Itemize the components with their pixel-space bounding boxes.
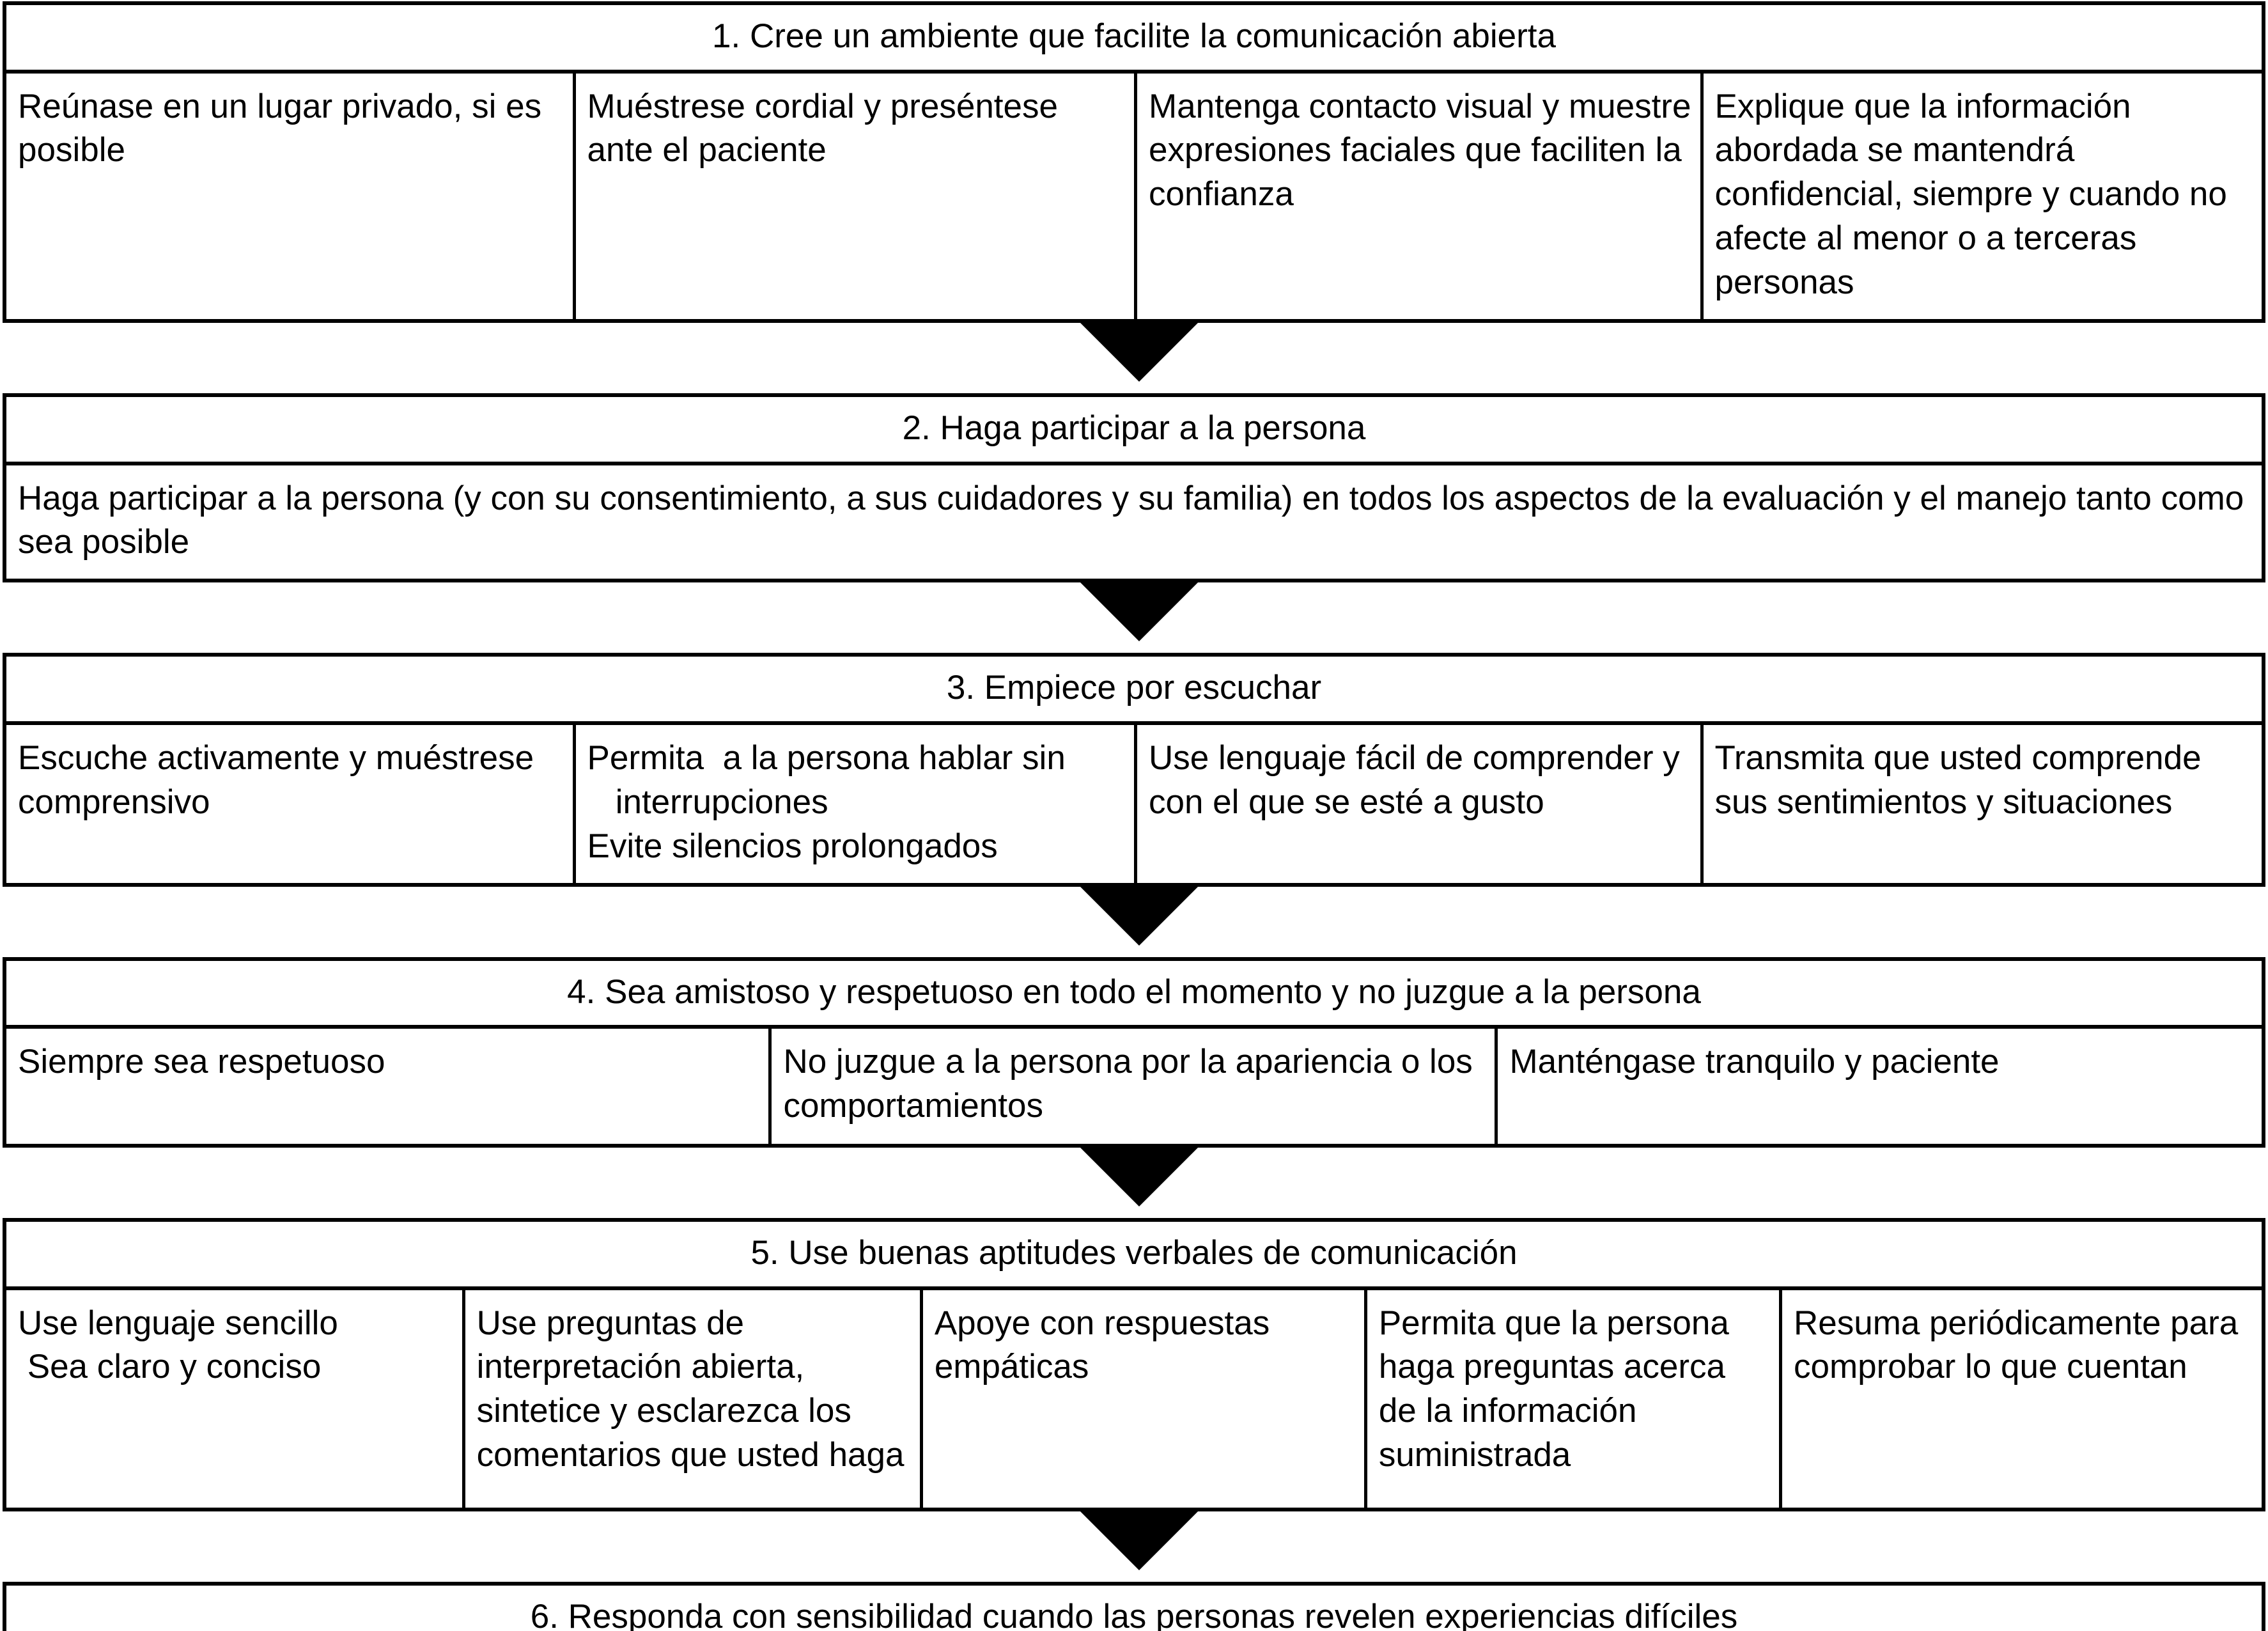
arrow-gap-5-to-6: [3, 1511, 2265, 1582]
step-1-cell-4: Explique que la información abordada se …: [1700, 73, 2262, 319]
step-3-cell-3: Use lenguaje fácil de comprender y con e…: [1133, 724, 1700, 883]
step-1-cell-1: Reúnase en un lugar privado, si es posib…: [18, 87, 551, 169]
down-arrow-icon: [1080, 1148, 1198, 1207]
step-4-header: 4. Sea amistoso y respetuoso en todo el …: [6, 961, 2262, 1029]
step-block-6: 6. Responda con sensibilidad cuando las …: [3, 1581, 2265, 1631]
step-5-cell-4: Permita que la persona haga preguntas ac…: [1363, 1290, 1779, 1508]
flowchart-container: 1. Cree un ambiente que facilite la comu…: [3, 1, 2265, 1631]
step-3-cell-1: Escuche activamente y muéstrese comprens…: [18, 738, 543, 821]
step-1-header: 1. Cree un ambiente que facilite la comu…: [6, 5, 2262, 74]
down-arrow-icon: [1080, 582, 1198, 642]
step-3-cell-4: Transmita que usted comprende sus sentim…: [1700, 724, 2262, 883]
step-2-header: 2. Haga participar a la persona: [6, 397, 2262, 465]
down-arrow-icon: [1080, 886, 1198, 946]
arrow-gap-4-to-5: [3, 1148, 2265, 1218]
step-block-2: 2. Haga participar a la persona Haga par…: [3, 393, 2265, 583]
step-3-body: Escuche activamente y muéstrese comprens…: [6, 724, 2262, 883]
down-arrow-icon: [1080, 322, 1198, 382]
step-1-cell-3: Mantenga contacto visual y muestre expre…: [1133, 73, 1700, 319]
step-5-cell-2: Use preguntas de interpretación abierta,…: [462, 1290, 920, 1508]
step-2-cell-1: Haga participar a la persona (y con su c…: [18, 479, 2253, 561]
arrow-gap-2-to-3: [3, 582, 2265, 653]
step-3-header: 3. Empiece por escuchar: [6, 657, 2262, 725]
down-arrow-icon: [1080, 1511, 1198, 1570]
step-5-header: 5. Use buenas aptitudes verbales de comu…: [6, 1222, 2262, 1290]
arrow-gap-1-to-2: [3, 322, 2265, 393]
step-5-cell-3: Apoye con respuestas empáticas: [919, 1290, 1364, 1508]
step-3-cell-2: Permita a la persona hablar sin interrup…: [572, 724, 1134, 883]
arrow-gap-3-to-4: [3, 886, 2265, 957]
step-6-header: 6. Responda con sensibilidad cuando las …: [6, 1586, 2262, 1631]
step-5-cell-5: Resuma periódicamente para comprobar lo …: [1778, 1290, 2262, 1508]
step-block-1: 1. Cree un ambiente que facilite la comu…: [3, 1, 2265, 323]
step-4-body: Siempre sea respetuoso No juzgue a la pe…: [6, 1029, 2262, 1144]
step-2-body: Haga participar a la persona (y con su c…: [6, 465, 2262, 579]
step-5-cell-1: Use lenguaje sencillo Sea claro y concis…: [18, 1304, 338, 1386]
step-4-cell-2: No juzgue a la persona por la apariencia…: [768, 1029, 1495, 1144]
step-block-4: 4. Sea amistoso y respetuoso en todo el …: [3, 956, 2265, 1148]
step-1-cell-2: Muéstrese cordial y preséntese ante el p…: [572, 73, 1134, 319]
step-1-body: Reúnase en un lugar privado, si es posib…: [6, 73, 2262, 319]
step-5-body: Use lenguaje sencillo Sea claro y concis…: [6, 1290, 2262, 1508]
step-4-cell-1: Siempre sea respetuoso: [18, 1043, 385, 1081]
step-block-5: 5. Use buenas aptitudes verbales de comu…: [3, 1218, 2265, 1511]
step-4-cell-3: Manténgase tranquilo y paciente: [1495, 1029, 2262, 1144]
step-block-3: 3. Empiece por escuchar Escuche activame…: [3, 653, 2265, 887]
